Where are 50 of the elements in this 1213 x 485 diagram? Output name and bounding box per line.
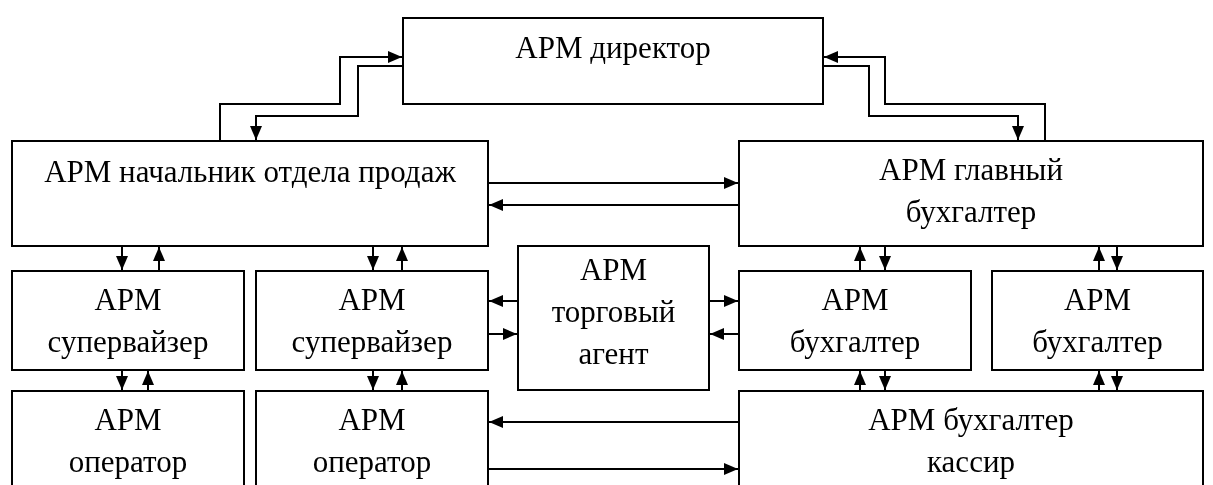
box-label: АРМ главный бухгалтер	[878, 151, 1064, 231]
box-label: АРМ начальник отдела продаж	[44, 153, 456, 191]
process-box	[255, 390, 489, 485]
box-label: АРМ директор	[515, 29, 711, 67]
arrow	[854, 246, 866, 271]
arrow	[823, 65, 1024, 141]
arrow	[1111, 370, 1123, 391]
arrow	[1111, 246, 1123, 271]
arrow	[879, 246, 891, 271]
arrow	[142, 370, 154, 391]
process-box	[255, 270, 489, 371]
arrow	[367, 370, 379, 391]
box-label: АРМ оператор	[311, 401, 433, 481]
process-box	[11, 390, 245, 485]
process-box	[738, 270, 972, 371]
process-box	[402, 17, 824, 105]
arrow	[488, 416, 739, 428]
box-label: АРМ супервайзер	[46, 281, 210, 361]
process-box	[11, 270, 245, 371]
arrow	[854, 370, 866, 391]
box-label: АРМ бухгалтер кассир	[867, 401, 1075, 481]
box-label: АРМ супервайзер	[290, 281, 454, 361]
arrow	[116, 246, 128, 271]
arrow	[153, 246, 165, 271]
box-label: АРМ бухгалтер	[1031, 281, 1164, 361]
arrow	[219, 51, 403, 141]
arrow	[488, 177, 739, 189]
arrow	[823, 51, 1046, 141]
box-label: АРМ оператор	[67, 401, 189, 481]
arrow	[488, 295, 518, 307]
process-box	[11, 140, 489, 247]
arrow	[488, 463, 739, 475]
arrow	[1093, 246, 1105, 271]
box-label: АРМ бухгалтер	[788, 281, 922, 361]
arrow	[250, 65, 403, 141]
process-box	[991, 270, 1204, 371]
process-box	[517, 245, 710, 391]
arrow	[709, 328, 739, 340]
arrow	[116, 370, 128, 391]
arrow	[396, 370, 408, 391]
arrow	[1093, 370, 1105, 391]
box-label: АРМ торговый агент	[550, 251, 677, 373]
arrow	[488, 328, 518, 340]
arrow	[396, 246, 408, 271]
arrow	[709, 295, 739, 307]
process-box	[738, 140, 1204, 247]
arrow	[879, 370, 891, 391]
arrow	[367, 246, 379, 271]
arrow	[488, 199, 739, 211]
process-box	[738, 390, 1204, 485]
